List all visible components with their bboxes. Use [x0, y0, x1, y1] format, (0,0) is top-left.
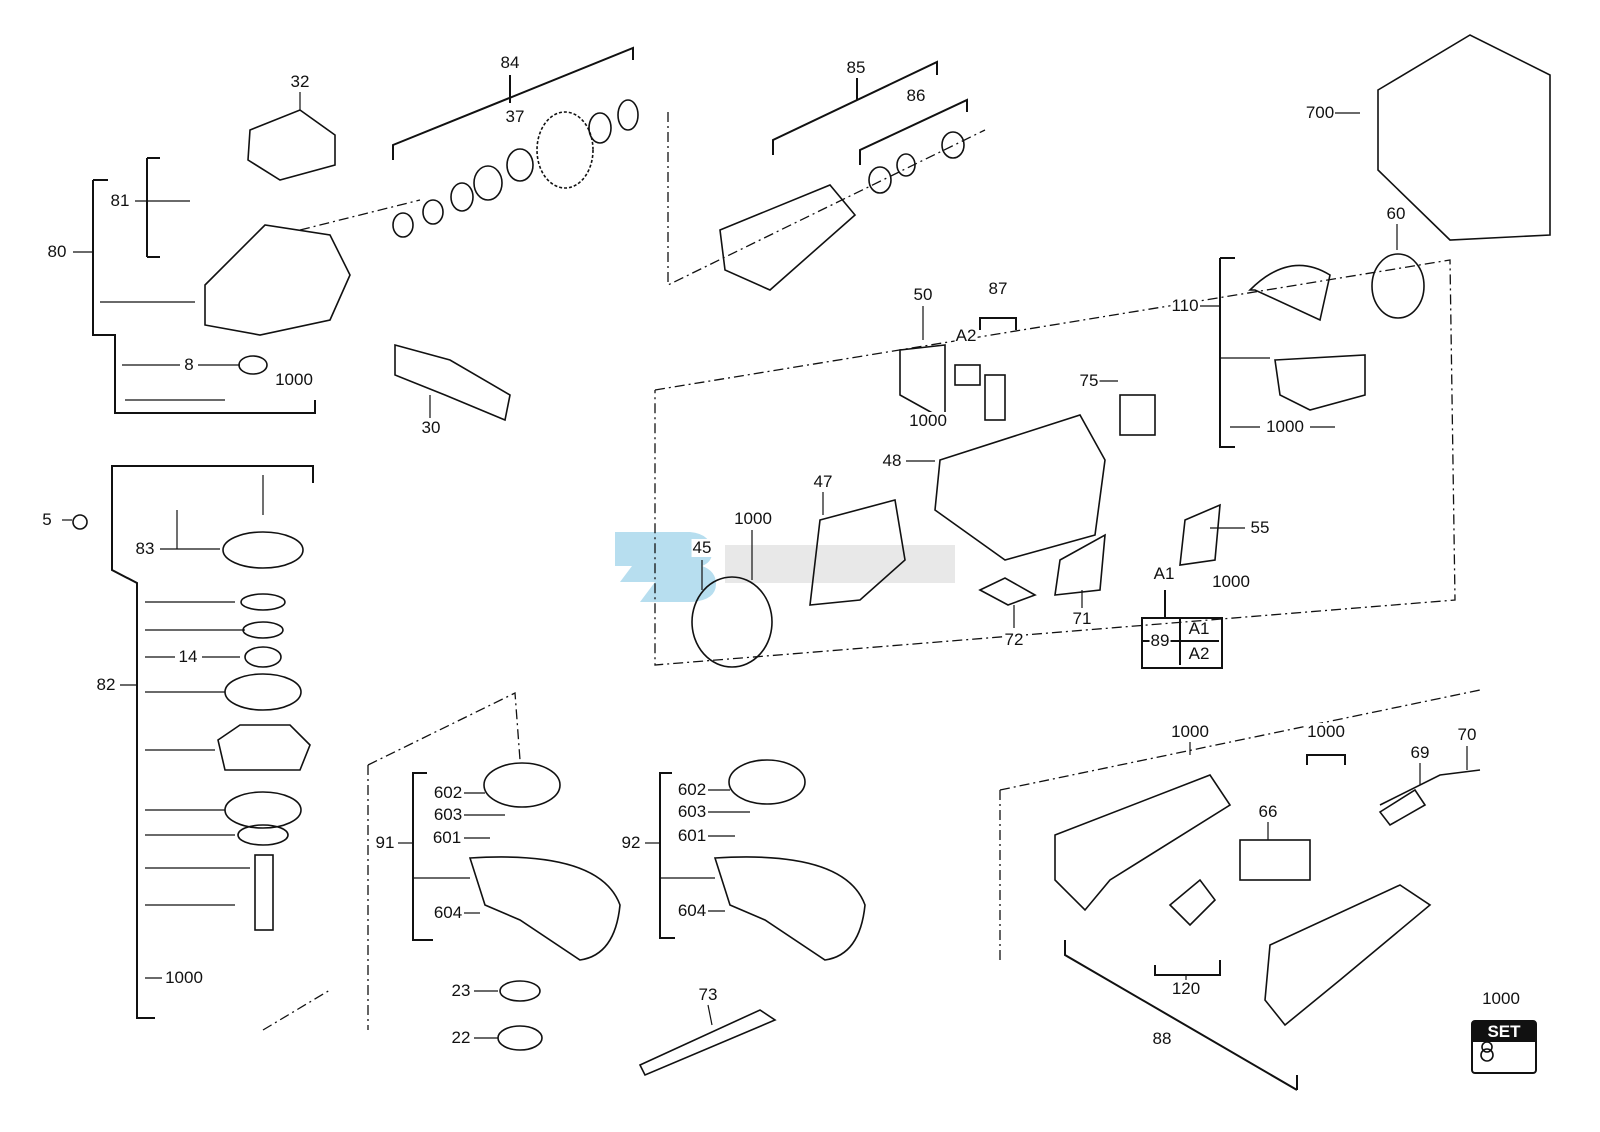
callout-1000: 1000	[908, 411, 948, 430]
part-60-ring	[1371, 253, 1425, 319]
callout-70: 70	[1456, 725, 1478, 744]
callout-1000: 1000	[274, 370, 314, 389]
callout-1000: 1000	[164, 968, 204, 987]
set-icon: SET	[1471, 1020, 1537, 1074]
part-45-ring	[691, 576, 773, 668]
callout-50: 50	[912, 285, 934, 304]
callout-1000: 1000	[733, 509, 773, 528]
callout-69: 69	[1409, 743, 1431, 762]
callout-603: 603	[432, 805, 464, 824]
callout-23: 23	[450, 981, 472, 1000]
callout-5: 5	[41, 510, 53, 529]
callout-82: 82	[95, 675, 117, 694]
part-22-nut	[497, 1025, 543, 1051]
callout-22: 22	[450, 1028, 472, 1047]
part-88-handle-half	[1054, 774, 1232, 912]
part-66-switch	[1239, 839, 1311, 881]
callout-88: 88	[1151, 1029, 1173, 1048]
part-75-module	[1119, 394, 1156, 436]
callout-110: 110	[1170, 296, 1200, 315]
callout-89-a2: A2	[1188, 644, 1210, 663]
part-5-nut	[72, 514, 88, 530]
part-spindle	[254, 854, 274, 931]
callout-48: 48	[881, 451, 903, 470]
callout-601: 601	[676, 826, 708, 845]
part-91-guard	[468, 856, 621, 961]
callout-80: 80	[46, 242, 68, 261]
callout-60: 60	[1385, 204, 1407, 223]
callout-83: 83	[134, 539, 156, 558]
callout-81: 81	[109, 191, 131, 210]
callout-602: 602	[676, 780, 708, 799]
callout-72: 72	[1003, 630, 1025, 649]
part-80-gearhead	[204, 224, 351, 336]
callout-91: 91	[374, 833, 396, 852]
callout-47: 47	[812, 472, 834, 491]
callout-604: 604	[432, 903, 464, 922]
callout-14: 14	[177, 647, 199, 666]
callout-89-a1: A1	[1188, 619, 1210, 638]
callout-1000: 1000	[1170, 722, 1210, 741]
callout-92: 92	[620, 833, 642, 852]
callout-37: 37	[504, 107, 526, 126]
callout-71: 71	[1071, 609, 1093, 628]
part-84-gear	[536, 111, 594, 189]
part-92-guard	[713, 856, 866, 961]
part-700-case	[1377, 34, 1551, 241]
brackets	[92, 46, 1346, 1091]
callout-73: 73	[697, 985, 719, 1004]
callout-a2: A2	[954, 326, 978, 345]
callout-85: 85	[845, 58, 867, 77]
callout-86: 86	[905, 86, 927, 105]
callout-1000: 1000	[1265, 417, 1305, 436]
part-14-bearing	[244, 646, 282, 668]
part-73-wrench	[638, 1009, 777, 1077]
callout-8: 8	[183, 355, 195, 374]
part-55-plate	[1179, 503, 1221, 566]
callout-a1: A1	[1152, 564, 1176, 583]
part-48-housing	[934, 414, 1106, 561]
part-85-armature	[719, 184, 857, 291]
callout-700: 700	[1304, 103, 1336, 122]
leader-lines	[62, 92, 1468, 1039]
callout-84: 84	[499, 53, 521, 72]
callout-604: 604	[676, 901, 708, 920]
watermark-logo	[615, 532, 955, 602]
set-label: SET	[1473, 1022, 1535, 1042]
section-outlines	[262, 112, 1481, 1031]
callout-1000: 1000	[1211, 572, 1251, 591]
part-83-bevel-gear	[222, 531, 304, 569]
part-shapes	[72, 34, 1551, 1077]
part-88-handle-half-2	[1264, 884, 1432, 1027]
callout-45: 45	[691, 538, 713, 557]
callout-120: 120	[1170, 979, 1202, 998]
part-110-cap	[1248, 264, 1331, 322]
callout-602: 602	[432, 783, 464, 802]
part-89-box	[1141, 617, 1223, 669]
callout-32: 32	[289, 72, 311, 91]
part-82-flange	[217, 724, 311, 771]
callout-89: 89	[1149, 631, 1171, 650]
part-37-bearing	[506, 148, 534, 182]
part-23-flange	[499, 980, 541, 1002]
callout-603: 603	[676, 802, 708, 821]
part-32-cover	[247, 109, 336, 181]
callout-30: 30	[420, 418, 442, 437]
callout-601: 601	[431, 828, 463, 847]
part-50-plate	[899, 344, 946, 422]
part-120-lever	[1168, 878, 1217, 927]
callout-1000-set: 1000	[1481, 989, 1521, 1008]
callout-66: 66	[1257, 802, 1279, 821]
part-47-stator	[809, 499, 906, 606]
callout-55: 55	[1249, 518, 1271, 537]
part-70-cable	[1379, 769, 1481, 806]
part-8-bearing	[238, 355, 268, 375]
callout-87: 87	[987, 279, 1009, 298]
part-69-sleeve	[1378, 788, 1427, 827]
part-30-handle	[394, 343, 511, 422]
callout-1000: 1000	[1306, 722, 1346, 741]
callout-75: 75	[1078, 371, 1100, 390]
